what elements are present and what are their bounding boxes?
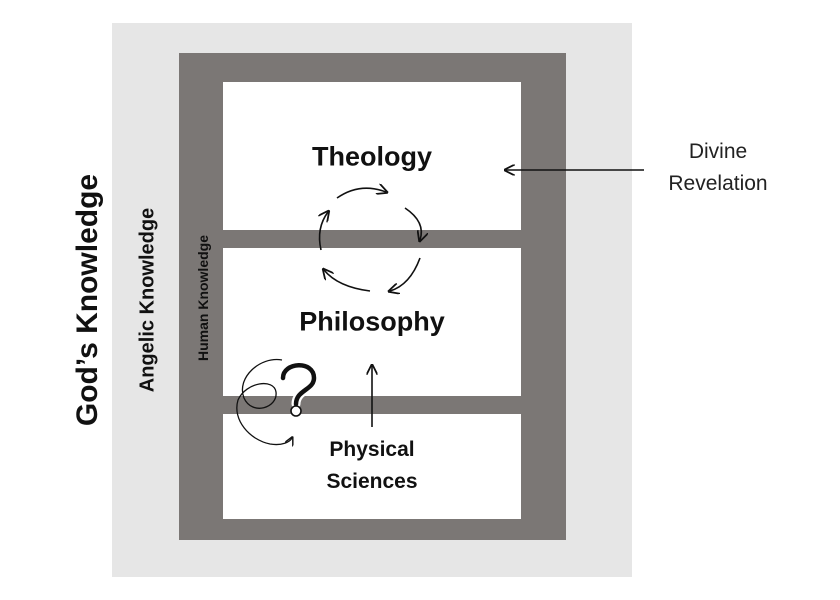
divine-revelation-line2: Revelation — [668, 172, 768, 195]
theology-room — [223, 82, 521, 230]
question-mark-icon — [278, 360, 319, 417]
divine-revelation-label: Divine Revelation — [668, 136, 767, 200]
theology-label: Theology — [312, 141, 432, 172]
physical-sciences-line2: Sciences — [326, 470, 418, 493]
physical-sciences-label: Physical Sciences — [326, 434, 417, 498]
divine-revelation-line1: Divine — [688, 140, 748, 163]
curved-arrow-icon — [236, 358, 292, 445]
physical-sciences-room — [223, 414, 521, 519]
philosophy-label: Philosophy — [299, 306, 445, 337]
cycle-arrows-icon — [320, 188, 422, 291]
physical-sciences-line1: Physical — [329, 438, 415, 461]
